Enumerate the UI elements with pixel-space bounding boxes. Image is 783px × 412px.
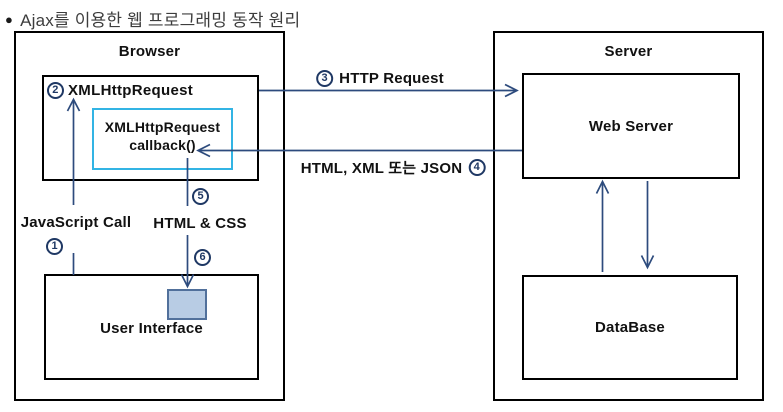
user-interface-label: User Interface (100, 320, 203, 337)
html-css-label: HTML & CSS (151, 215, 249, 232)
http-response-label: HTML, XML 또는 JSON 4 (301, 157, 486, 178)
step-2-badge: 2 (47, 82, 64, 99)
callback-box-line1: XMLHttpRequest (104, 119, 221, 135)
database-label: DataBase (595, 319, 665, 336)
step-3-badge: 3 (316, 70, 334, 87)
step-1-badge: 1 (46, 238, 63, 255)
callback-box: XMLHttpRequest callback() (92, 108, 233, 170)
step-5-badge: 5 (192, 188, 209, 205)
xmlhttprequest-box: 2 XMLHttpRequest (42, 75, 259, 181)
database-box: DataBase (522, 275, 738, 380)
browser-box-title: Browser (118, 43, 181, 60)
server-box-title: Server (604, 43, 653, 60)
page-title: ● Ajax를 이용한 웹 프로그래밍 동작 원리 (5, 6, 300, 31)
step-6-badge: 6 (194, 249, 211, 266)
callback-box-line2: callback() (129, 137, 196, 153)
xmlhttprequest-label: XMLHttpRequest (68, 82, 194, 99)
web-server-box: Web Server (522, 73, 740, 179)
web-server-label: Web Server (588, 117, 674, 135)
http-request-label-text: HTTP Request (339, 70, 444, 87)
server-box: Server (493, 31, 764, 401)
bullet-icon: ● (5, 12, 14, 27)
http-request-label: 3 HTTP Request (316, 70, 444, 87)
javascript-call-label: JavaScript Call (18, 214, 134, 231)
http-response-label-text: HTML, XML 또는 JSON (300, 160, 463, 177)
step-4-badge: 4 (468, 159, 486, 176)
page-title-text: Ajax를 이용한 웹 프로그래밍 동작 원리 (20, 11, 301, 30)
ui-content-block (167, 289, 207, 320)
user-interface-box: User Interface (44, 274, 259, 380)
xmlhttprequest-heading: 2 XMLHttpRequest (47, 82, 193, 99)
browser-box: Browser (14, 31, 285, 401)
